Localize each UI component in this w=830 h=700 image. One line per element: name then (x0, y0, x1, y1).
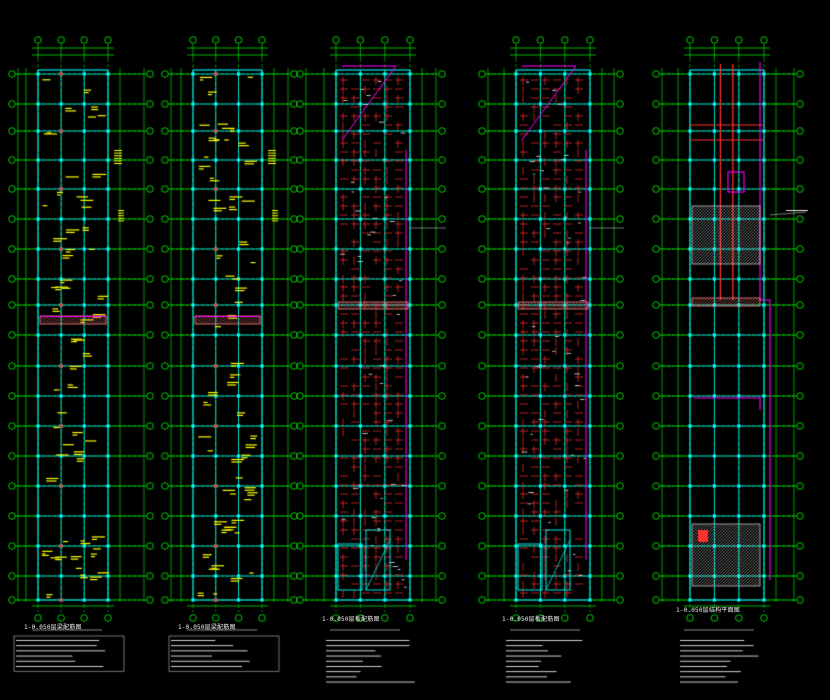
sheet-title-s2: 1-0.050层梁配筋图 (178, 624, 236, 631)
sheet-title-s4: 1-0.050层板配筋图 (502, 616, 560, 623)
sheet-title-s1: 1-0.050层梁配筋图 (24, 624, 82, 631)
sheet-title-s5: 1-0.050层结构平面图 (676, 607, 740, 614)
sheet-title-s3: 1-0.050层板配筋图 (322, 616, 380, 623)
